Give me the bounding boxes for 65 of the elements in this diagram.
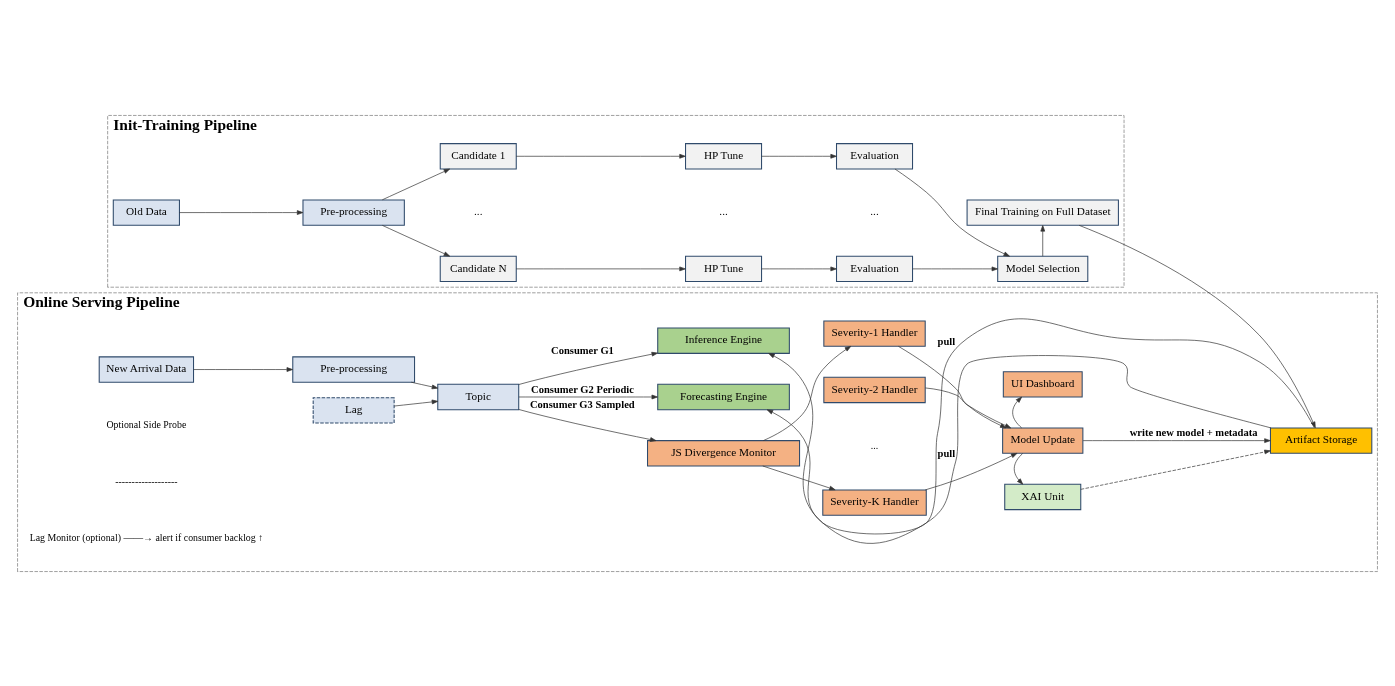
arrow [1012,396,1022,428]
node-box: Model Update [1002,426,1084,454]
edge-label: pull [937,447,956,459]
edge-label: Consumer G1 [551,344,614,356]
node-box: JS Divergence Monitor [647,439,801,466]
node-box: HP Tune [685,255,763,282]
label: ------------------- [115,475,178,487]
node-box: Inference Engine [657,327,790,354]
arrow [766,318,1315,534]
arrow [768,352,1272,544]
arrow [894,168,1010,257]
node-box: Severity-1 Handler [823,319,926,347]
node-box: Candidate N [439,255,517,282]
node-box: Old Data [112,198,180,226]
arrow [912,266,998,271]
node-box: HP Tune [685,142,763,169]
label: Optional Side Probe [106,418,187,430]
arrow [381,224,451,256]
label: Lag Monitor (optional) ——→ alert if consumer backlog ↑ [29,531,264,543]
node-box: Evaluation [836,255,914,282]
arrow [515,153,686,159]
arrow [924,452,1018,490]
node-box: Lag [312,396,395,424]
label: ... [474,204,483,217]
edge-label: write new model + metadata [1129,426,1258,438]
node-box: Artifact Storage [1269,426,1373,454]
arrow [381,168,451,200]
node-box: Pre-processing [302,198,405,226]
arrow [410,381,439,389]
arrow [1013,452,1024,485]
arrow [179,209,304,215]
node-box: UI Dashboard [1002,370,1083,397]
node-box: New Arrival Data [98,355,195,383]
arrow [515,266,686,271]
arrow [394,399,439,406]
arrow [518,408,657,442]
arrow [1082,437,1271,443]
edge-label: Consumer G3 Sampled [529,398,635,410]
node-box: Model Selection [997,255,1089,282]
label: ... [870,439,879,451]
label: ... [870,204,879,217]
arrow [761,153,837,159]
label: ... [719,204,728,217]
arrow [518,394,658,399]
arrow [1078,224,1316,428]
arrow [518,351,658,385]
node-box: Final Training on Full Dataset [966,198,1119,226]
arrow [1080,449,1271,490]
node-box: XAI Unit [1004,483,1082,510]
edge-label: pull [937,335,956,347]
node-box: Severity-K Handler [822,488,927,516]
arrow [763,345,852,441]
arrow [762,465,836,490]
node-box: Pre-processing [292,355,416,383]
arrow [898,345,1007,428]
node-box: Candidate 1 [439,142,517,169]
node-box: Topic [437,383,520,410]
node-box: Evaluation [836,142,914,169]
arrow [761,266,837,271]
arrow [925,387,1012,428]
node-box: Severity-2 Handler [823,376,926,403]
node-box: Forecasting Engine [657,383,790,410]
edge-label: Consumer G2 Periodic [531,383,634,395]
arrow [1040,224,1046,256]
arrow [193,366,293,372]
